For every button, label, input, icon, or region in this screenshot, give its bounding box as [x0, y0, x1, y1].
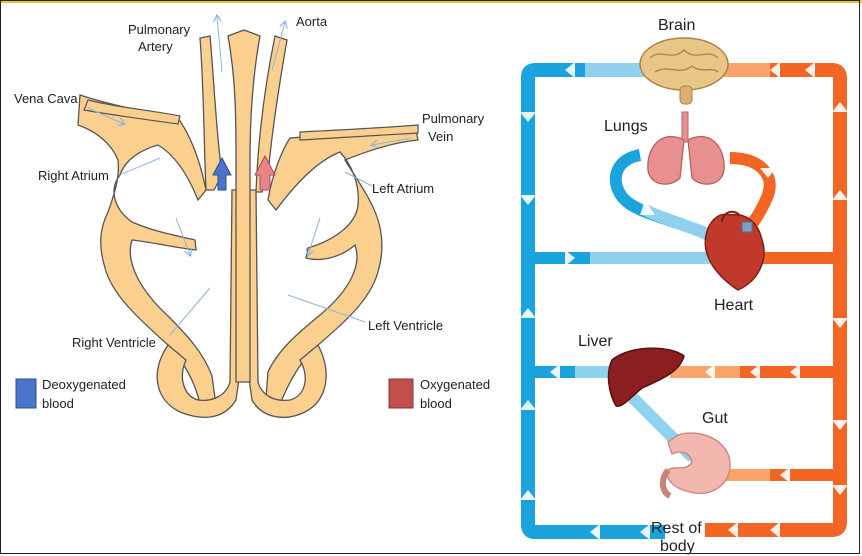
lungs-label: Lungs: [604, 118, 648, 135]
rest-of-body-label-2: body: [660, 538, 695, 555]
heart-label: Heart: [714, 297, 754, 314]
brain-label: Brain: [658, 17, 695, 34]
right-heart-wall: [78, 95, 215, 404]
heart-cross-section: Pulmonary Artery Aorta Vena Cava Pulmona…: [14, 14, 490, 417]
right-ventricle-label: Right Ventricle: [72, 335, 156, 350]
deoxygenated-swatch: [16, 379, 36, 408]
left-atrium-label: Left Atrium: [372, 181, 434, 196]
vena-cava-label: Vena Cava: [14, 91, 78, 106]
brain-organ: [640, 38, 728, 104]
right-atrium-label: Right Atrium: [38, 168, 109, 183]
left-heart-wall: [266, 130, 418, 404]
pulmonary-artery-label-2: Artery: [138, 39, 173, 54]
pulmonary-artery-label-1: Pulmonary: [128, 22, 191, 37]
circulation-diagram: Brain Lungs Heart Liver Gut Rest of body: [520, 17, 848, 555]
venous-outer-loop: [528, 70, 665, 532]
left-ventricle-label: Left Ventricle: [368, 318, 443, 333]
pulmonary-vein-label-1: Pulmonary: [422, 111, 485, 126]
rest-of-body-label-1: Rest of: [651, 520, 702, 537]
pulmonary-vein-label-2: Vein: [428, 129, 453, 144]
heart-organ: [705, 212, 764, 290]
pointer-right-ventricle: [170, 288, 210, 335]
gut-organ: [663, 433, 730, 496]
oxygenated-legend-1: Oxygenated: [420, 377, 490, 392]
aorta-label: Aorta: [296, 14, 328, 29]
liver-label: Liver: [578, 333, 613, 350]
deoxygenated-legend-2: blood: [42, 396, 74, 411]
gut-label: Gut: [702, 410, 728, 427]
pointer-pulmonary-artery: [217, 16, 222, 72]
lungs-organ: [648, 112, 724, 184]
oxygenated-swatch: [389, 379, 413, 408]
oxygenated-legend-2: blood: [420, 396, 452, 411]
deoxygenated-legend-1: Deoxygenated: [42, 377, 126, 392]
